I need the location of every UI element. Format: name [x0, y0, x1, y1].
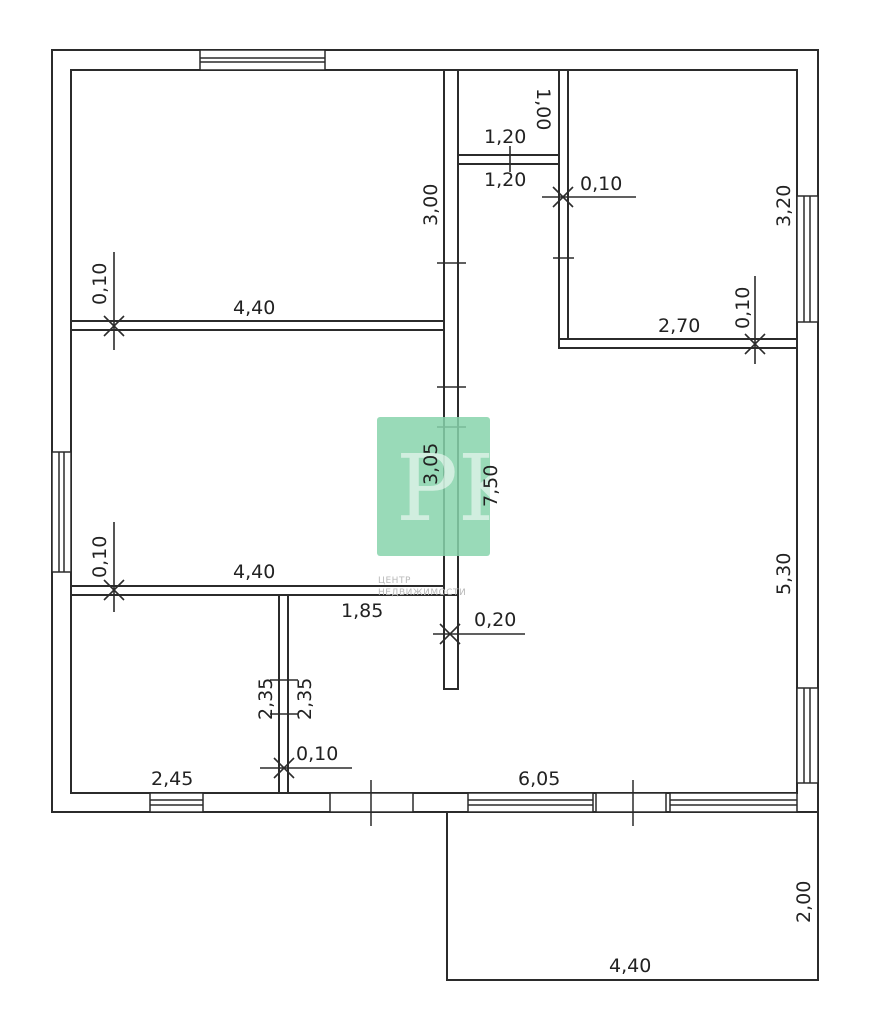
label-total-depth: 7,50 — [480, 465, 502, 507]
label-room-top-left-width: 4,40 — [233, 297, 275, 319]
label-hall-width: 6,05 — [518, 768, 560, 790]
label-bath-width-bottom: 1,20 — [484, 169, 526, 191]
dimension-markers — [103, 146, 766, 779]
label-room-top-right-width: 2,70 — [658, 315, 700, 337]
door-bottom — [329, 780, 667, 826]
label-bath-width-top: 1,20 — [484, 126, 526, 148]
terrace — [446, 812, 819, 981]
window-left — [51, 451, 72, 573]
label-room-top-right-wall: 0,10 — [732, 287, 754, 329]
logo-line1: ЦЕНТР — [378, 576, 411, 586]
label-terrace-height: 2,00 — [793, 881, 815, 923]
label-small-room-height-b: 2,35 — [294, 678, 316, 720]
logo-line2: НЕДВИЖИМОСТИ — [378, 588, 466, 598]
window-bottom-left — [149, 792, 204, 813]
label-terrace-width: 4,40 — [609, 955, 651, 977]
window-bottom-right — [669, 792, 798, 813]
label-bath-wall: 0,10 — [580, 173, 622, 195]
label-room-top-left-wall: 0,10 — [89, 263, 111, 305]
outer-walls — [51, 49, 819, 813]
label-small-room-height-a: 2,35 — [255, 678, 277, 720]
label-room-mid-left-wall: 0,10 — [89, 536, 111, 578]
label-small-room-wall: 0,10 — [296, 743, 338, 765]
label-small-room-width: 2,45 — [151, 768, 193, 790]
label-right-hall-height: 5,30 — [773, 553, 795, 595]
label-room-mid-left-height: 3,05 — [420, 443, 442, 485]
label-partition-length: 1,85 — [341, 600, 383, 622]
label-room-top-left-height: 3,00 — [420, 184, 442, 226]
label-bath-height: 1,00 — [532, 88, 554, 130]
label-partition-thickness: 0,20 — [474, 609, 516, 631]
window-top — [199, 49, 326, 71]
label-room-top-right-height: 3,20 — [773, 185, 795, 227]
logo-letters: PK — [396, 435, 529, 542]
label-room-mid-left-width: 4,40 — [233, 561, 275, 583]
watermark-logo: PK ЦЕНТР НЕДВИЖИМОСТИ — [377, 417, 529, 598]
window-right-upper — [796, 195, 819, 323]
windows — [51, 49, 819, 826]
dimension-labels: 4,40 0,10 3,00 1,20 1,20 1,00 0,10 3,20 … — [89, 88, 815, 977]
window-bottom-mid — [467, 792, 594, 813]
window-right-lower — [796, 687, 819, 784]
